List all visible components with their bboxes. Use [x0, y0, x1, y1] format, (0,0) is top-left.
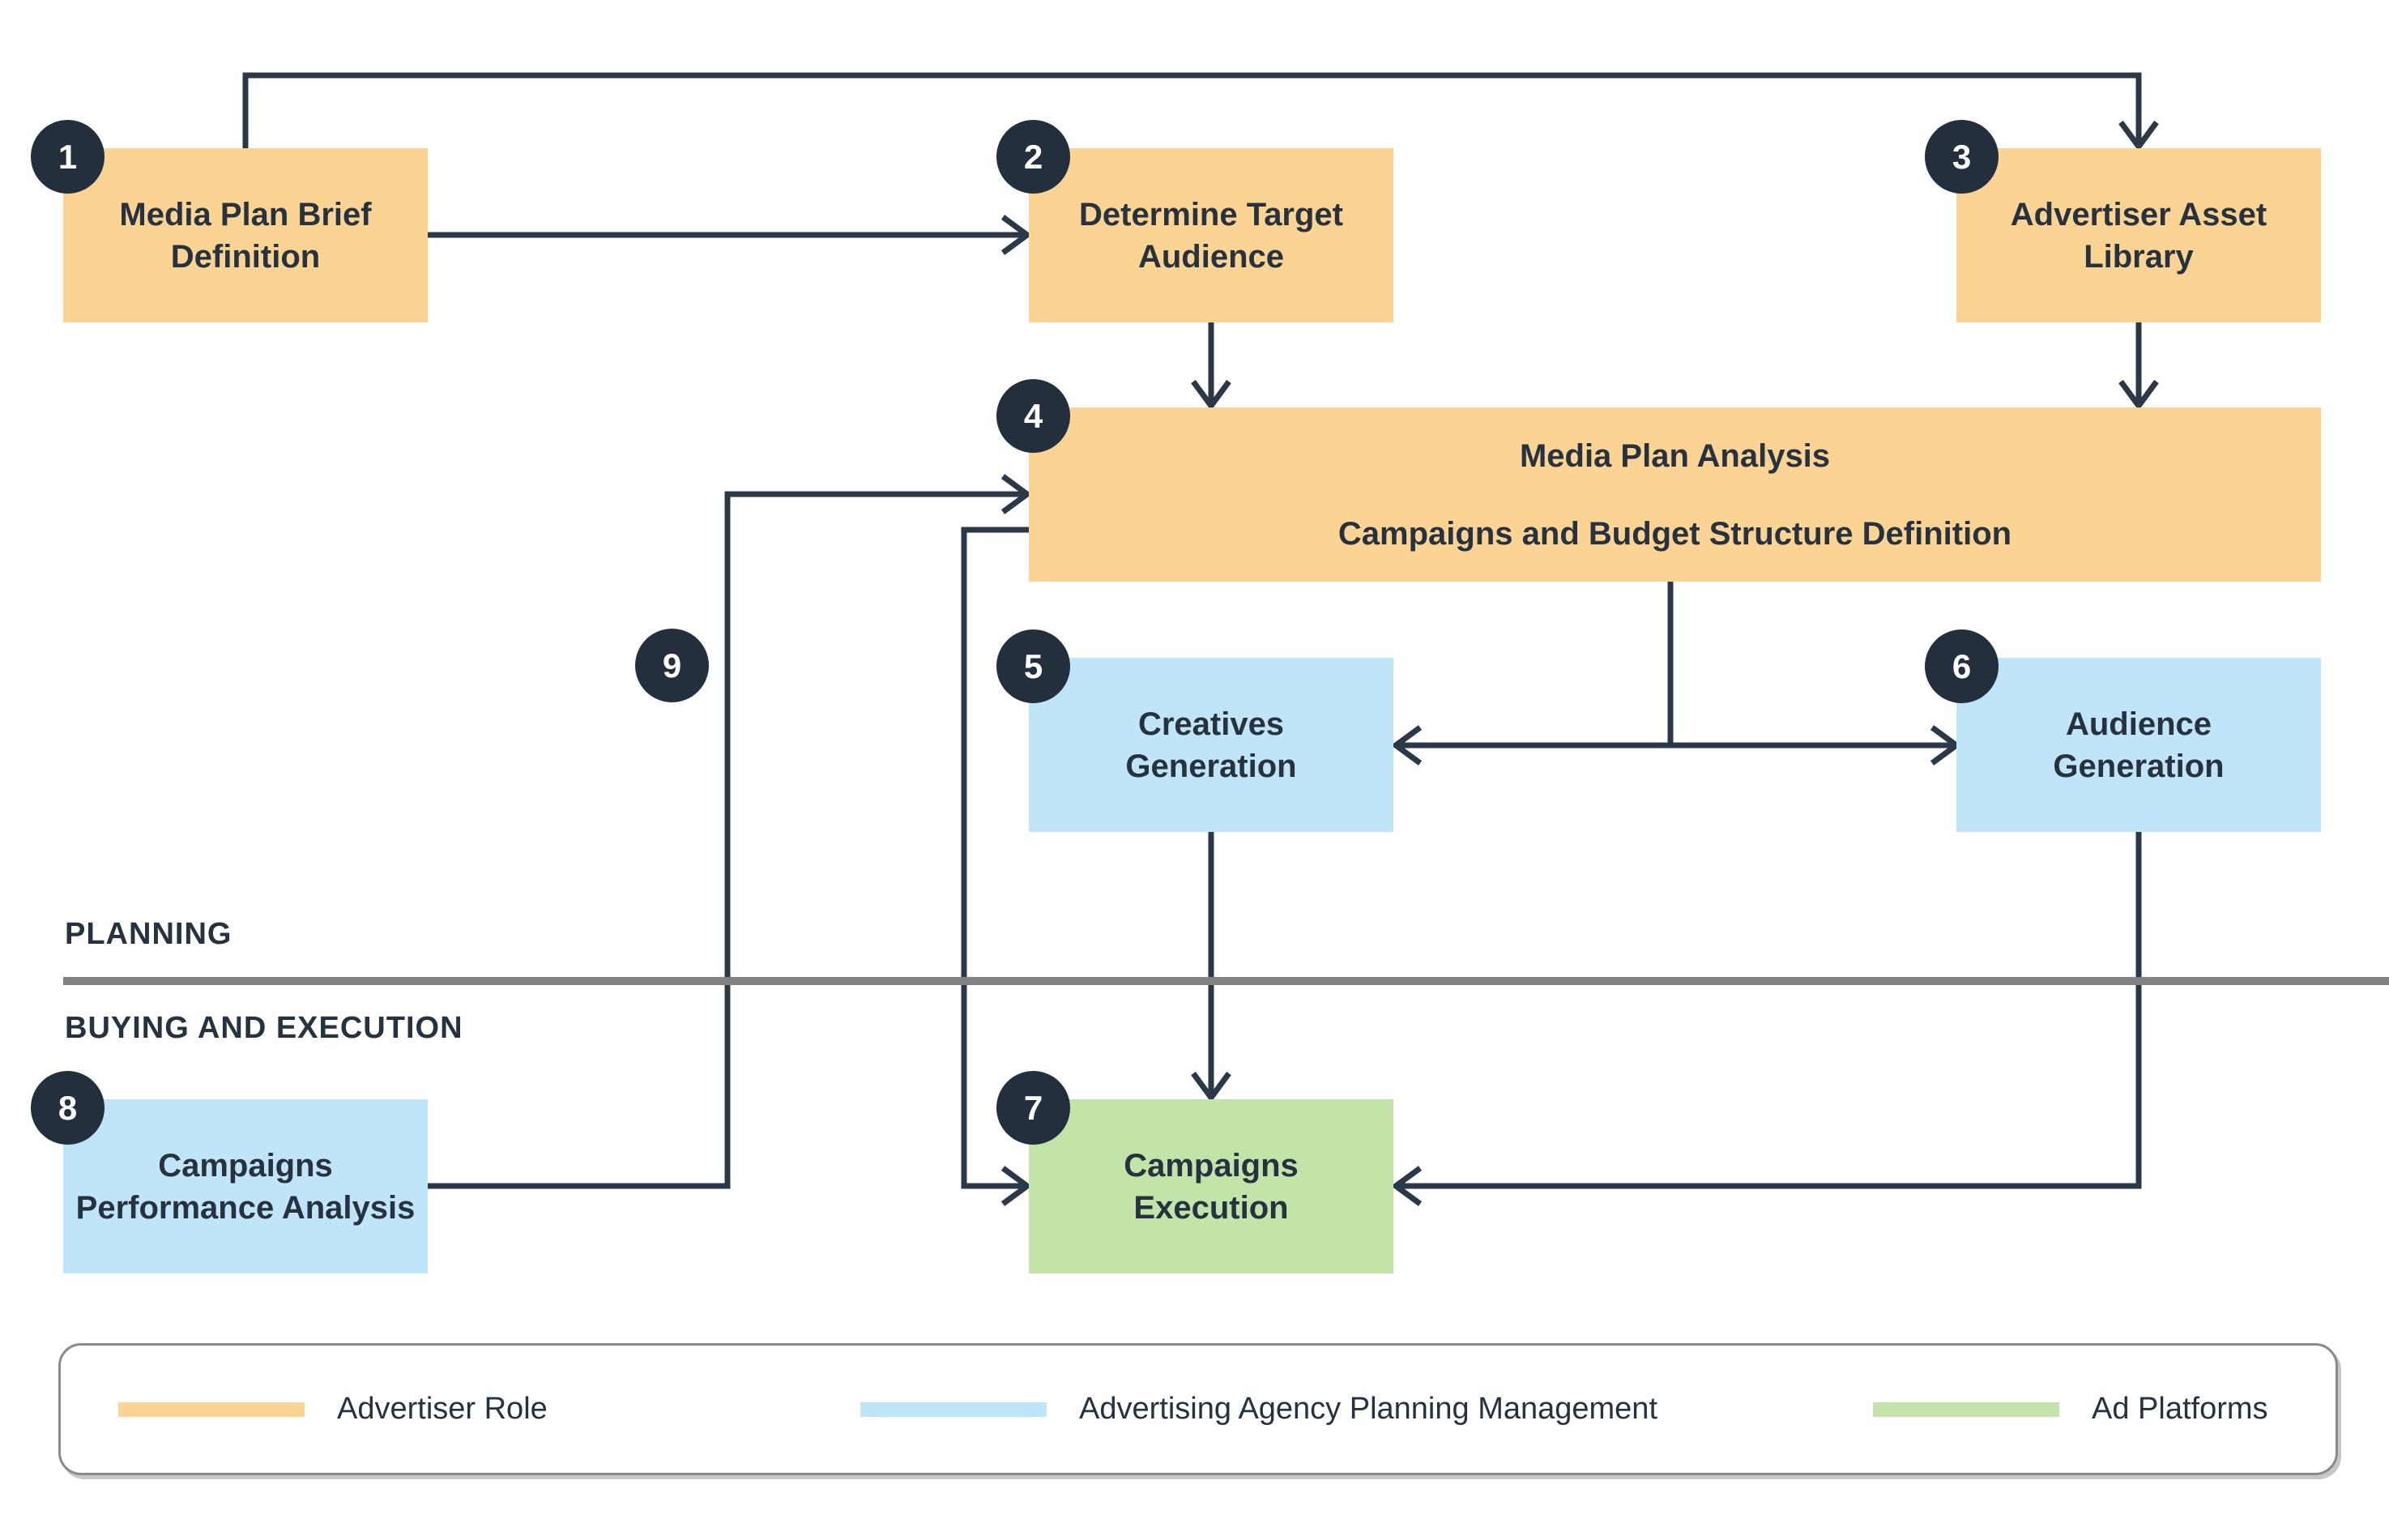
node-label-line: Creatives [1137, 706, 1285, 742]
node-label-line: Audience [1137, 238, 1285, 275]
node-label-line: Generation [1125, 748, 1297, 784]
arrowhead-down-node4-left [1191, 379, 1231, 411]
connector-node1-to-node3 [242, 72, 2142, 148]
node-label-line: Definition [170, 238, 321, 275]
legend-label: Advertiser Role [337, 1392, 548, 1426]
node-label: Audience Generation [2053, 703, 2224, 787]
node-label-line: Media Plan Analysis [1519, 437, 1831, 474]
step-badge-2: 2 [996, 120, 1070, 194]
flow-node-advertiser-asset-library: Advertiser Asset Library [1956, 148, 2321, 322]
node-label-line: Audience [2065, 706, 2212, 742]
arrowhead-left-node5 [1391, 725, 1423, 766]
legend-item-ad-platforms: Ad Platforms [1873, 1346, 2268, 1473]
node-label: Creatives Generation [1125, 703, 1296, 787]
step-badge-7: 7 [996, 1071, 1070, 1145]
step-badge-1: 1 [31, 120, 105, 194]
node-label-line: Determine Target [1078, 196, 1343, 232]
connector-node4-to-node7 [961, 527, 1029, 1189]
buying-section-label: BUYING AND EXECUTION [65, 1011, 463, 1045]
node-label: Campaigns Performance Analysis [76, 1145, 416, 1229]
flow-node-campaigns-performance-analysis: Campaigns Performance Analysis [63, 1099, 428, 1273]
node-label: Media Plan Analysis Campaigns and Budget… [1338, 435, 2011, 555]
legend-item-advertiser-role: Advertiser Role [118, 1346, 548, 1473]
flow-node-determine-target-audience: Determine Target Audience [1029, 148, 1393, 322]
legend-item-agency-planning: Advertising Agency Planning Management [860, 1346, 1657, 1473]
legend-label: Advertising Agency Planning Management [1079, 1392, 1658, 1426]
legend-swatch-ad-platforms [1873, 1401, 2059, 1417]
node-label-line: Execution [1133, 1189, 1289, 1226]
node-label-line: Performance Analysis [75, 1189, 416, 1226]
step-badge-6: 6 [1925, 629, 1999, 703]
arrowhead-down-node4-right [2118, 379, 2159, 411]
step-badge-4: 4 [996, 379, 1070, 453]
flow-node-creatives-generation: Creatives Generation [1029, 658, 1393, 832]
arrowhead-right-node4 [1000, 474, 1032, 514]
step-badge-9: 9 [635, 629, 709, 702]
legend-swatch-advertiser-role [118, 1401, 305, 1417]
step-badge-3: 3 [1925, 120, 1999, 194]
flow-node-media-plan-analysis: Media Plan Analysis Campaigns and Budget… [1029, 407, 2321, 582]
node-label: Advertiser Asset Library [2011, 194, 2267, 278]
planning-section-label: PLANNING [65, 917, 233, 951]
connector-node8-to-node4 [428, 491, 1024, 1189]
node-label-line: Campaigns [158, 1147, 333, 1184]
node-label: Media Plan Brief Definition [119, 194, 371, 278]
arrowhead-right-node7 [1000, 1166, 1032, 1206]
flow-node-campaigns-execution: Campaigns Execution [1029, 1099, 1393, 1273]
connector-node6-to-node7 [1399, 832, 2142, 1189]
node-label: Determine Target Audience [1079, 194, 1343, 278]
legend-swatch-agency-planning [860, 1401, 1047, 1417]
node-label-line: Generation [2053, 748, 2225, 784]
connector-node4-to-node5-node6 [1399, 582, 1953, 749]
node-label-line: Media Plan Brief [119, 196, 372, 232]
node-label-line: Campaigns and Budget Structure Definitio… [1337, 515, 2012, 552]
node-label-line: Campaigns [1124, 1147, 1299, 1184]
legend-label: Ad Platforms [2092, 1392, 2268, 1426]
node-label-line: Advertiser Asset [2010, 196, 2267, 232]
arrowhead-down-node3 [2118, 120, 2159, 151]
step-badge-8: 8 [31, 1071, 105, 1145]
arrowhead-left-node7 [1391, 1166, 1423, 1206]
node-label-line: Library [2084, 238, 2194, 275]
flow-node-media-plan-brief-definition: Media Plan Brief Definition [63, 148, 428, 322]
section-divider-line [63, 977, 2389, 985]
step-badge-5: 5 [996, 629, 1070, 703]
node-label: Campaigns Execution [1124, 1145, 1299, 1229]
arrowhead-down-node7 [1191, 1071, 1231, 1103]
flow-node-audience-generation: Audience Generation [1956, 658, 2321, 832]
arrowhead-right-node2 [1000, 215, 1032, 255]
legend: Advertiser Role Advertising Agency Plann… [58, 1343, 2338, 1475]
